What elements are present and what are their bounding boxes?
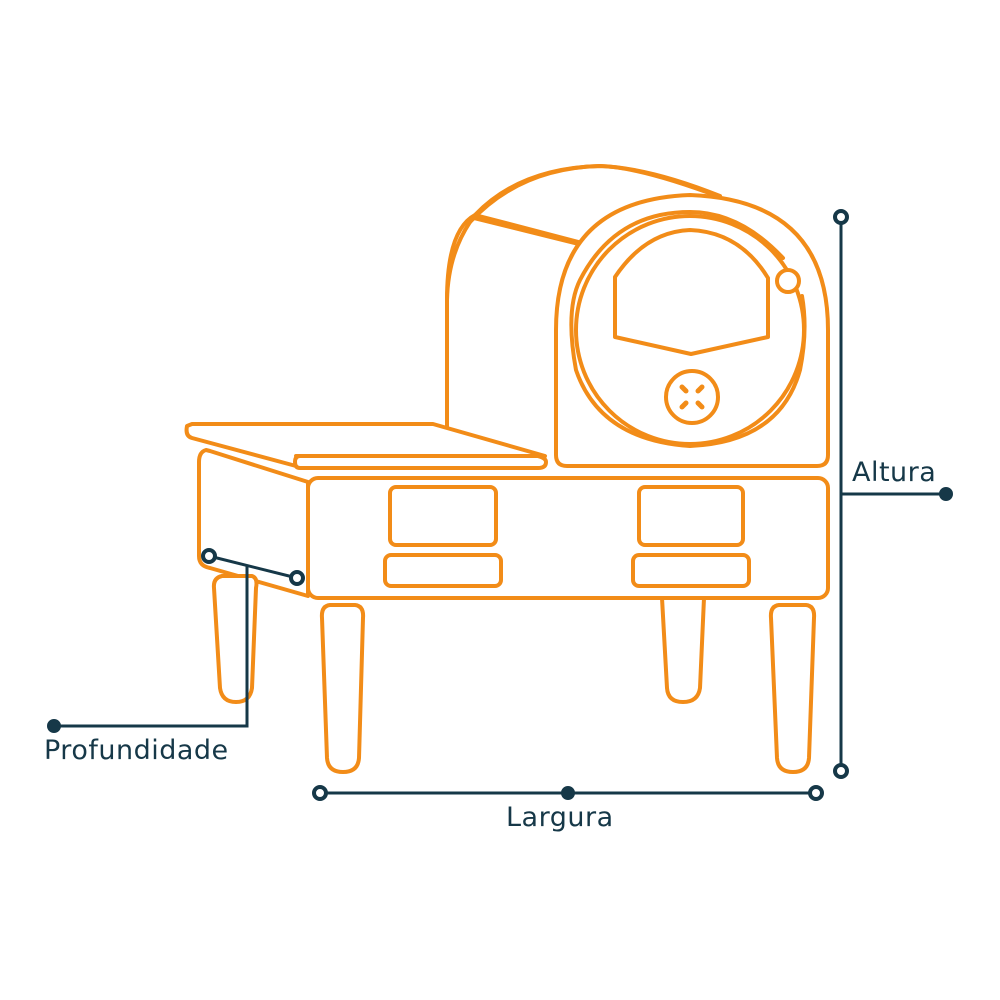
depth-front-endpoint-icon — [201, 548, 217, 564]
oven-indicator-light — [775, 268, 801, 294]
leg-back-right — [660, 596, 706, 704]
oven-dome-left-side — [445, 220, 472, 430]
height-label: Altura — [852, 457, 937, 488]
width-center-dot-icon — [561, 786, 575, 800]
depth-label-dot-icon — [47, 719, 61, 733]
oven-knob — [664, 369, 720, 425]
oven-window — [613, 228, 770, 356]
width-label: Largura — [506, 802, 614, 833]
height-bottom-endpoint-icon — [833, 763, 849, 779]
height-label-dot-icon — [939, 487, 953, 501]
leg-front-left — [319, 603, 366, 774]
stand-vent-left-lower — [383, 553, 503, 588]
width-right-endpoint-icon — [808, 785, 824, 801]
oven-illustration — [184, 164, 830, 774]
depth-label: Profundidade — [44, 735, 229, 766]
leg-back-left — [211, 574, 259, 704]
width-left-endpoint-icon — [312, 785, 328, 801]
depth-dimension-line — [208, 554, 298, 580]
depth-label-leader — [54, 566, 249, 728]
height-top-endpoint-icon — [833, 209, 849, 225]
oven-door-ring-inner — [569, 210, 807, 448]
oven-knob-marks — [679, 384, 705, 410]
stand-vent-right-lower — [631, 553, 751, 588]
depth-back-endpoint-icon — [289, 570, 305, 586]
oven-dome-top-line — [472, 216, 589, 248]
side-shelf-front-edge — [293, 454, 548, 470]
oven-dome-rear-edge — [468, 164, 722, 224]
leg-front-right — [768, 603, 817, 774]
dimension-markers — [47, 209, 953, 801]
stand-vent-left-upper — [388, 485, 498, 547]
stand-vent-right-upper — [637, 485, 745, 547]
